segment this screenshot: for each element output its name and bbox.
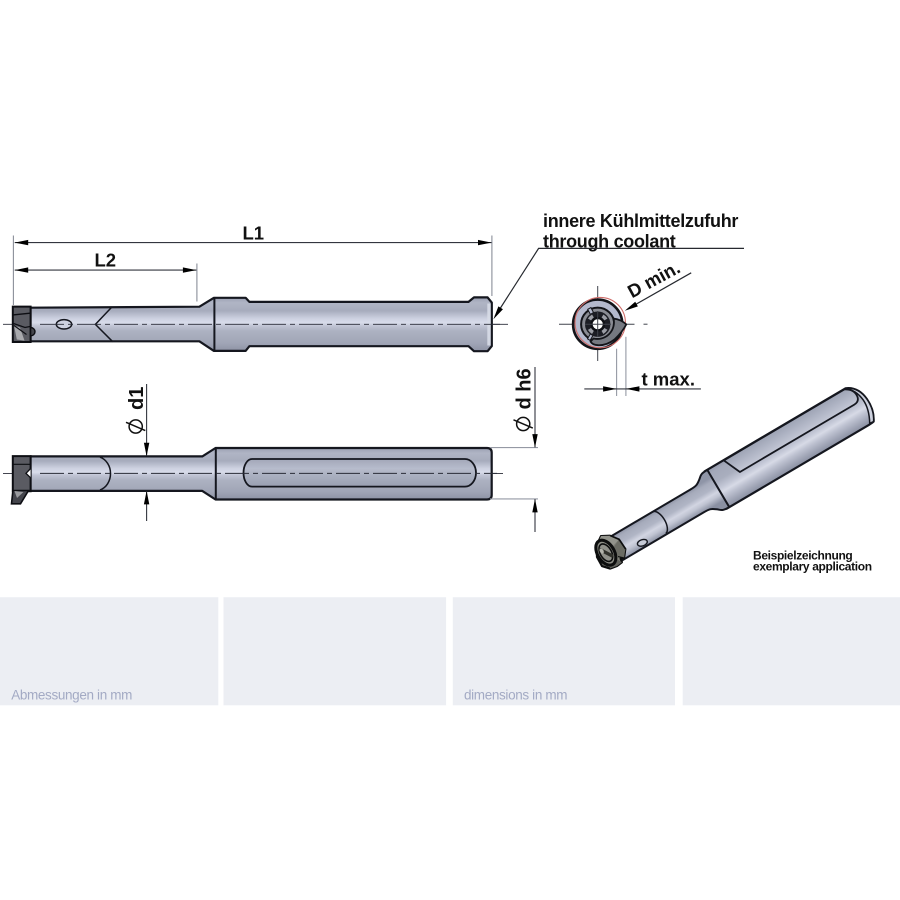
svg-text:d h6: d h6 (514, 368, 536, 409)
svg-text:through coolant: through coolant (543, 231, 676, 251)
svg-text:L2: L2 (95, 249, 117, 270)
svg-text:innere Kühlmittelzufuhr: innere Kühlmittelzufuhr (543, 211, 738, 231)
svg-text:Beispielzeichnung: Beispielzeichnung (753, 549, 852, 563)
svg-text:L1: L1 (243, 222, 265, 243)
svg-text:D min.: D min. (624, 257, 684, 302)
svg-text:d1: d1 (126, 387, 148, 410)
svg-text:t max.: t max. (642, 368, 695, 389)
svg-text:Abmessungen in mm: Abmessungen in mm (11, 688, 132, 703)
svg-text:dimensions in mm: dimensions in mm (464, 688, 567, 703)
svg-text:exemplary application: exemplary application (753, 560, 872, 574)
